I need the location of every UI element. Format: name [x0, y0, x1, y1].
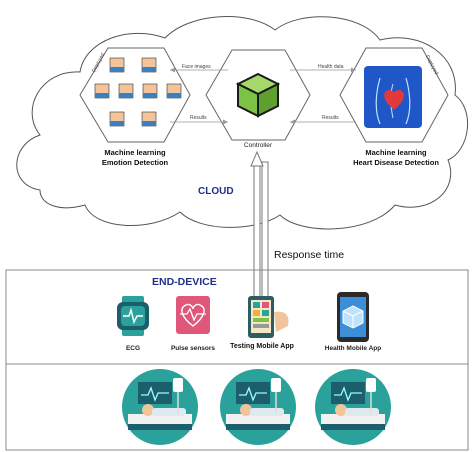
edge-label-face-images: Face images — [182, 64, 211, 70]
edge-label-results-left: Results — [190, 115, 207, 121]
smartwatch-ecg-icon — [117, 296, 149, 336]
controller-cube-icon — [235, 72, 281, 118]
health-phone-icon — [337, 292, 369, 342]
end-device-label: END-DEVICE — [152, 276, 217, 288]
patient-bed-icon — [220, 369, 296, 445]
edge-label-health-data: Health data — [318, 64, 344, 70]
heart-detection-title: Machine learning Heart Disease Detection — [340, 148, 452, 168]
device-label-testing-app: Testing Mobile App — [230, 343, 294, 350]
heart-title-line2: Heart Disease Detection — [353, 158, 439, 167]
device-label-pulse-sensors: Pulse sensors — [170, 345, 216, 352]
emotion-title-line2: Emotion Detection — [101, 158, 169, 167]
controller-label: Controller — [243, 142, 273, 149]
heart-title-line1: Machine learning — [365, 148, 427, 157]
emotion-title-line1: Machine learning — [104, 148, 166, 157]
testing-phone-icon — [248, 296, 289, 338]
device-label-health-app: Health Mobile App — [324, 345, 382, 352]
cloud-label: CLOUD — [198, 186, 234, 197]
pulse-sensor-icon — [176, 296, 210, 334]
cloud-connectors — [170, 69, 356, 123]
device-label-ecg: ECG — [125, 345, 141, 352]
emotion-hexagon — [79, 47, 191, 143]
connector-arrowheads — [170, 67, 356, 125]
end-device-frame — [5, 269, 469, 451]
patient-bed-icon — [122, 369, 198, 445]
patient-bed-icon — [315, 369, 391, 445]
heart-anatomy-icon — [364, 66, 422, 128]
edge-label-results-right: Results — [322, 115, 339, 121]
response-time-label: Response time — [274, 249, 345, 261]
emotion-detection-title: Machine learning Emotion Detection — [80, 148, 190, 168]
face-images-icon — [94, 57, 182, 127]
